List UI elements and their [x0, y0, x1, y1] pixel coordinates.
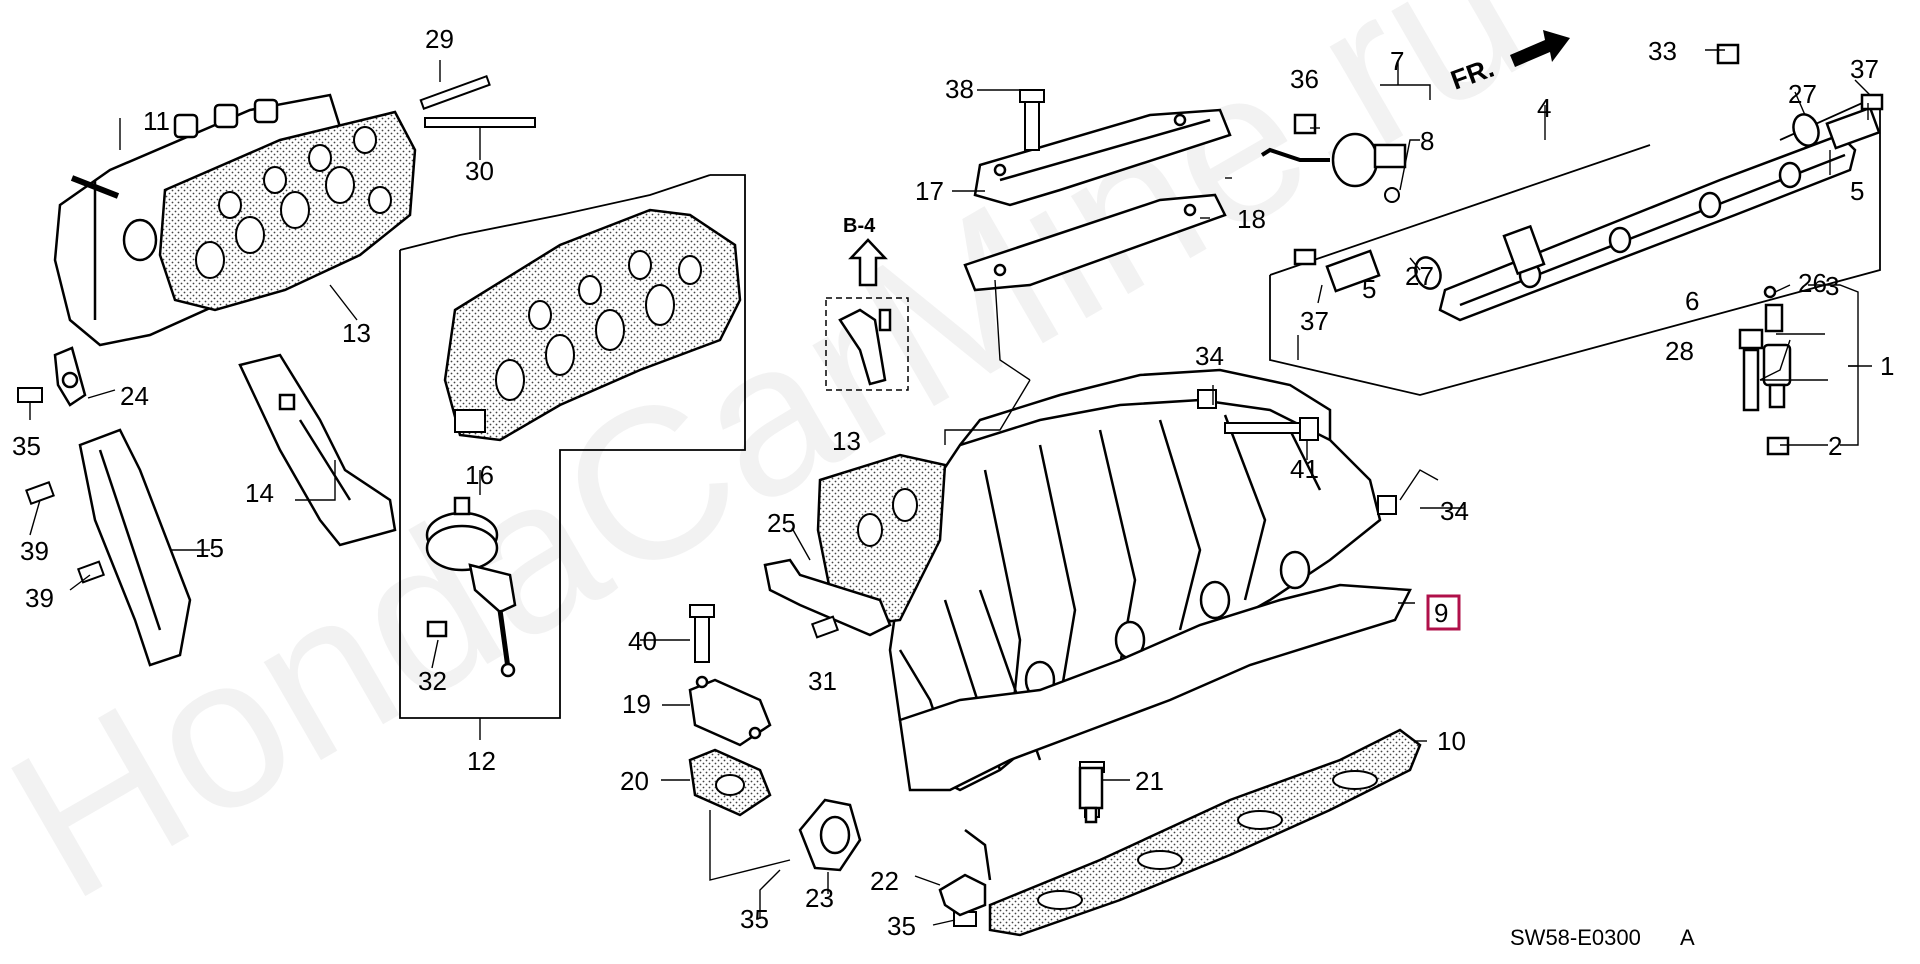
gasket-part-13-rear	[443, 208, 742, 442]
callout-28: 28	[1665, 336, 1694, 366]
callout-27a: 27	[1788, 79, 1817, 109]
callout-35a: 35	[12, 431, 41, 461]
cover-part-17	[973, 108, 1232, 207]
gasket-part-20	[688, 748, 772, 817]
o-ring-part-8	[1384, 187, 1400, 203]
callout-13a: 13	[342, 318, 371, 348]
callout-39a: 39	[20, 536, 49, 566]
callout-8: 8	[1420, 126, 1434, 156]
callout-25: 25	[767, 508, 796, 538]
bracket-part-25	[763, 558, 892, 637]
sensor-part-23	[798, 798, 862, 872]
callout-17: 17	[915, 176, 944, 206]
clip-part-22	[938, 829, 992, 917]
callout-27b: 27	[1405, 261, 1434, 291]
callout-34b: 34	[1440, 496, 1469, 526]
sensor-part-21	[1078, 766, 1104, 824]
callout-18: 18	[1237, 204, 1266, 234]
callout-6: 6	[1685, 286, 1699, 316]
callout-29: 29	[425, 24, 454, 54]
callout-1: 1	[1880, 351, 1894, 381]
gasket-part-13-left	[158, 110, 417, 312]
gasket-part-18	[963, 193, 1227, 292]
callout-36: 36	[1290, 64, 1319, 94]
callout-9: 9	[1434, 598, 1448, 628]
callout-13b: 13	[832, 426, 861, 456]
callout-24: 24	[120, 381, 149, 411]
small-parts-right	[1293, 43, 1884, 456]
callout-20: 20	[620, 766, 649, 796]
callout-2: 2	[1828, 431, 1842, 461]
callout-39b: 39	[25, 583, 54, 613]
callout-32: 32	[418, 666, 447, 696]
callout-4: 4	[1537, 93, 1551, 123]
callout-labels: 1 2 3 4 5 5 6 7 8 10 11 12 13 13 14 15 1…	[12, 24, 1894, 941]
callout-19: 19	[622, 689, 651, 719]
gasket-part-10	[988, 728, 1422, 937]
callout-10: 10	[1437, 726, 1466, 756]
view-reference-label: B-4	[843, 215, 876, 237]
stud-bolts-29-30	[419, 74, 536, 128]
callout-3: 3	[1825, 271, 1839, 301]
callout-38: 38	[945, 74, 974, 104]
callout-7: 7	[1390, 46, 1404, 76]
callout-11: 11	[143, 106, 170, 136]
front-direction-arrow-icon	[1510, 30, 1570, 67]
b4-detail-box	[825, 297, 909, 391]
callout-5a: 5	[1850, 176, 1864, 206]
callout-12: 12	[467, 746, 496, 776]
callout-40: 40	[628, 626, 657, 656]
gasket-part-13-center	[816, 453, 947, 627]
cover-part-15	[78, 428, 192, 667]
diagram-revision: A	[1680, 925, 1695, 950]
callout-35c: 35	[887, 911, 916, 941]
callout-34a: 34	[1195, 341, 1224, 371]
group-bracket-12	[399, 174, 746, 719]
callout-22: 22	[870, 866, 899, 896]
manifold-flange	[898, 583, 1412, 792]
fuel-rail-part-4	[1438, 133, 1857, 322]
callout-5b: 5	[1362, 274, 1376, 304]
callout-30: 30	[465, 156, 494, 186]
callout-41: 41	[1290, 454, 1319, 484]
callout-23: 23	[805, 883, 834, 913]
callout-35b: 35	[740, 904, 769, 934]
callout-31: 31	[808, 666, 837, 696]
pressure-regulator-part-7	[1260, 132, 1407, 188]
highlighted-callout-9[interactable]: 9	[1426, 594, 1461, 631]
b4-arrow-icon	[848, 238, 888, 287]
callout-14: 14	[245, 478, 274, 508]
callout-16: 16	[465, 460, 494, 490]
b4-bracket-part	[838, 308, 892, 386]
callout-37a: 37	[1850, 54, 1879, 84]
cover-part-14	[238, 353, 397, 547]
callout-21: 21	[1135, 766, 1164, 796]
callout-37b: 37	[1300, 306, 1329, 336]
callout-15: 15	[195, 533, 224, 563]
clamp-part-24	[53, 346, 87, 407]
plate-part-19	[688, 675, 772, 747]
callout-26: 26	[1798, 268, 1827, 298]
callout-33: 33	[1648, 36, 1677, 66]
leader-lines	[29, 49, 1872, 926]
diagram-code: SW58-E0300	[1510, 925, 1641, 950]
diaphragm-actuator-16	[425, 496, 517, 678]
